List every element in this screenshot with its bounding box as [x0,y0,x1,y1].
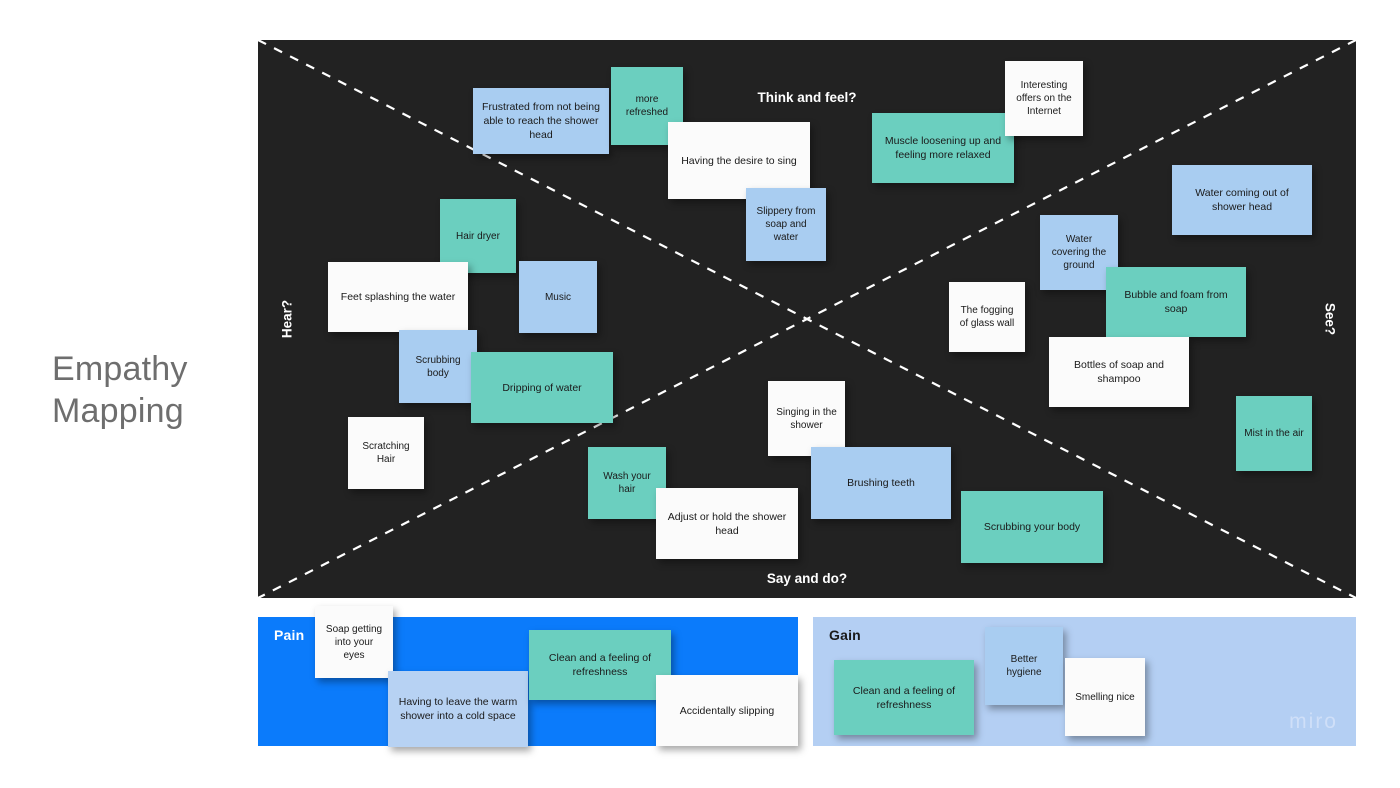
sticky-note-accidentally-slipping[interactable]: Accidentally slipping [656,675,798,746]
sticky-note-more-refreshed[interactable]: more refreshed [611,67,683,145]
sticky-note-frustrated-reach-shower-head[interactable]: Frustrated from not being able to reach … [473,88,609,154]
sticky-note-bottles-of-soap-and-shampoo[interactable]: Bottles of soap and shampoo [1049,337,1189,407]
miro-watermark: miro [1289,710,1338,733]
sticky-note-music[interactable]: Music [519,261,597,333]
board-caption-see: See? [1322,302,1338,336]
sticky-note-water-coming-out-shower-head[interactable]: Water coming out of shower head [1172,165,1312,235]
sticky-note-dripping-of-water[interactable]: Dripping of water [471,352,613,423]
sticky-note-feet-splashing-the-water[interactable]: Feet splashing the water [328,262,468,332]
sticky-note-scratching-hair[interactable]: Scratching Hair [348,417,424,489]
sticky-note-soap-getting-into-your-eyes[interactable]: Soap getting into your eyes [315,606,393,678]
sticky-note-bubble-and-foam-from-soap[interactable]: Bubble and foam from soap [1106,267,1246,337]
sticky-note-having-to-leave-warm-shower[interactable]: Having to leave the warm shower into a c… [388,671,528,747]
sticky-note-the-fogging-of-glass-wall[interactable]: The fogging of glass wall [949,282,1025,352]
gain-section-label: Gain [829,627,861,643]
sticky-note-muscle-loosening-relaxed[interactable]: Muscle loosening up and feeling more rel… [872,113,1014,183]
sticky-note-singing-in-the-shower[interactable]: Singing in the shower [768,381,845,456]
board-caption-say-and-do: Say and do? [766,571,848,586]
sticky-note-interesting-offers-internet[interactable]: Interesting offers on the Internet [1005,61,1083,136]
sticky-note-water-covering-the-ground[interactable]: Water covering the ground [1040,215,1118,290]
board-caption-think-and-feel: Think and feel? [757,90,857,105]
sticky-note-brushing-teeth[interactable]: Brushing teeth [811,447,951,519]
sticky-note-smelling-nice[interactable]: Smelling nice [1065,658,1145,736]
board-caption-hear: Hear? [279,299,295,339]
sticky-note-scrubbing-your-body[interactable]: Scrubbing your body [961,491,1103,563]
sticky-note-wash-your-hair[interactable]: Wash your hair [588,447,666,519]
pain-section-label: Pain [274,627,305,643]
sticky-note-having-desire-to-sing[interactable]: Having the desire to sing [668,122,810,199]
sticky-note-scrubbing-body[interactable]: Scrubbing body [399,330,477,403]
sticky-note-adjust-or-hold-shower-head[interactable]: Adjust or hold the shower head [656,488,798,559]
sticky-note-clean-and-feeling-refreshness-gain[interactable]: Clean and a feeling of refreshness [834,660,974,735]
page-title: Empathy Mapping [52,350,188,430]
sticky-note-clean-and-feeling-refreshness-pain[interactable]: Clean and a feeling of refreshness [529,630,671,700]
sticky-note-slippery-from-soap-and-water[interactable]: Slippery from soap and water [746,188,826,261]
sticky-note-better-hygiene[interactable]: Better hygiene [985,627,1063,705]
sticky-note-mist-in-the-air[interactable]: Mist in the air [1236,396,1312,471]
sticky-note-hair-dryer[interactable]: Hair dryer [440,199,516,273]
